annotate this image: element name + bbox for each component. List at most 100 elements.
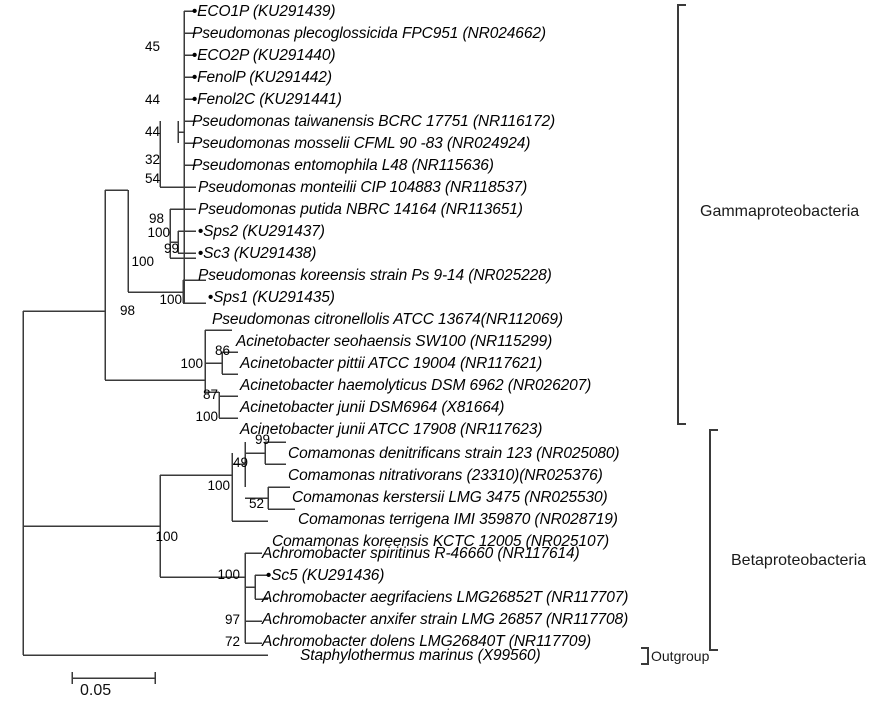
- bootstrap-value: 100: [195, 409, 218, 424]
- bootstrap-value: 49: [232, 455, 248, 470]
- bootstrap-value: 100: [180, 356, 203, 371]
- list-item: Achromobacter spiritinus R-46660 (NR1176…: [262, 546, 580, 562]
- bootstrap-value: 72: [224, 634, 240, 649]
- list-item: •Sc3 (KU291438): [198, 246, 316, 262]
- list-item: •ECO2P (KU291440): [192, 47, 336, 64]
- new-isolate-marker: •: [192, 91, 198, 108]
- group-label-betaproteobacteria: Betaproteobacteria: [731, 552, 867, 569]
- bootstrap-value: 100: [217, 567, 240, 582]
- taxon-label: Pseudomonas plecoglossicida FPC951 (NR02…: [192, 25, 546, 42]
- taxon-label: Acinetobacter junii DSM6964 (X81664): [240, 399, 505, 416]
- list-item: Comamonas terrigena IMI 359870 (NR028719…: [298, 512, 618, 528]
- taxon-label: Acinetobacter pittii ATCC 19004 (NR11762…: [240, 355, 543, 372]
- list-item: •Sps1 (KU291435): [208, 290, 335, 306]
- list-item: Pseudomonas monteilii CIP 104883 (NR1185…: [198, 180, 527, 196]
- bootstrap-value: 100: [207, 478, 230, 493]
- list-item: •Sps2 (KU291437): [198, 224, 325, 240]
- taxon-label: Achromobacter anxifer strain LMG 26857 (…: [262, 611, 629, 628]
- taxon-label: Acinetobacter junii ATCC 17908 (NR117623…: [240, 421, 543, 438]
- list-item: Pseudomonas koreensis strain Ps 9-14 (NR…: [198, 268, 552, 284]
- taxon-label: Pseudomonas mosselii CFML 90 -83 (NR0249…: [192, 135, 531, 152]
- bootstrap-value: 86: [214, 343, 230, 358]
- group-label-outgroup: Outgroup: [651, 648, 710, 664]
- bootstrap-value: 100: [155, 529, 178, 544]
- list-item: •Fenol2C (KU291441): [192, 92, 342, 108]
- bootstrap-value: 87: [202, 387, 218, 402]
- taxon-label: Pseudomonas monteilii CIP 104883 (NR1185…: [198, 179, 528, 196]
- new-isolate-marker: •: [198, 245, 204, 262]
- list-item: Pseudomonas entomophila L48 (NR115636): [192, 158, 494, 174]
- list-item: Pseudomonas plecoglossicida FPC951 (NR02…: [192, 26, 546, 42]
- group-bracket-betaproteobacteria: [709, 429, 718, 651]
- taxon-label: Pseudomonas koreensis strain Ps 9-14 (NR…: [198, 267, 552, 284]
- bootstrap-value: 100: [131, 254, 154, 269]
- list-item: Pseudomonas mosselii CFML 90 -83 (NR0249…: [192, 136, 530, 152]
- bootstrap-value: 32: [144, 152, 160, 167]
- list-item: Achromobacter aegrifaciens LMG26852T (NR…: [262, 590, 628, 606]
- list-item: Acinetobacter pittii ATCC 19004 (NR11762…: [240, 356, 542, 372]
- taxon-label: Sps2 (KU291437): [203, 223, 325, 240]
- taxon-label: Acinetobacter haemolyticus DSM 6962 (NR0…: [240, 377, 592, 394]
- new-isolate-marker: •: [198, 223, 204, 240]
- list-item: Comamonas nitrativorans (23310)(NR025376…: [288, 468, 603, 484]
- bootstrap-value: 52: [248, 496, 264, 511]
- list-item: Acinetobacter junii DSM6964 (X81664): [240, 400, 504, 416]
- list-item: •FenolP (KU291442): [192, 70, 332, 86]
- new-isolate-marker: •: [192, 47, 198, 64]
- list-item: Comamonas denitrificans strain 123 (NR02…: [288, 446, 620, 462]
- bootstrap-value: 99: [254, 432, 270, 447]
- bootstrap-value: 44: [144, 92, 160, 107]
- list-item: Achromobacter anxifer strain LMG 26857 (…: [262, 612, 628, 628]
- taxon-label: Pseudomonas putida NBRC 14164 (NR113651): [198, 201, 523, 218]
- taxon-label: Fenol2C (KU291441): [197, 91, 342, 108]
- list-item: Acinetobacter haemolyticus DSM 6962 (NR0…: [240, 378, 591, 394]
- bootstrap-value: 98: [148, 211, 164, 226]
- taxon-label: FenolP (KU291442): [197, 69, 332, 86]
- bootstrap-value: 100: [159, 292, 182, 307]
- group-label-gammaproteobacteria: Gammaproteobacteria: [700, 203, 860, 220]
- new-isolate-marker: •: [192, 69, 198, 86]
- list-item: Pseudomonas citronellolis ATCC 13674(NR1…: [212, 312, 563, 328]
- bootstrap-value: 99: [163, 241, 179, 256]
- taxon-label: Comamonas koreensis KCTC 12005 (NR025107…: [272, 533, 610, 550]
- taxon-label: Staphylothermus marinus (X99560): [300, 647, 541, 664]
- new-isolate-marker: •: [208, 289, 214, 306]
- taxon-label: Comamonas nitrativorans (23310)(NR025376…: [288, 467, 603, 484]
- list-item: Acinetobacter seohaensis SW100 (NR115299…: [236, 334, 552, 350]
- taxon-label: Pseudomonas citronellolis ATCC 13674(NR1…: [212, 311, 563, 328]
- bootstrap-value: 98: [119, 303, 135, 318]
- bootstrap-value: 97: [224, 612, 240, 627]
- taxon-label: ECO1P (KU291439): [197, 3, 336, 20]
- taxon-label: Acinetobacter seohaensis SW100 (NR115299…: [236, 333, 553, 350]
- list-item: •ECO1P (KU291439): [192, 3, 336, 20]
- list-item: Comamonas kerstersii LMG 3475 (NR025530): [292, 490, 608, 506]
- taxon-label: Achromobacter dolens LMG26840T (NR117709…: [262, 633, 592, 650]
- list-item: Achromobacter dolens LMG26840T (NR117709…: [262, 634, 591, 650]
- list-item: •Sc5 (KU291436): [266, 568, 384, 584]
- list-item: Comamonas koreensis KCTC 12005 (NR025107…: [272, 534, 609, 550]
- group-bracket-gammaproteobacteria: [677, 4, 686, 425]
- list-item: Staphylothermus marinus (X99560): [300, 648, 541, 664]
- list-item: Pseudomonas taiwanensis BCRC 17751 (NR11…: [192, 114, 555, 130]
- taxon-label: ECO2P (KU291440): [197, 47, 336, 64]
- bootstrap-value: 100: [147, 225, 170, 240]
- bootstrap-value: 54: [144, 171, 160, 186]
- taxon-label: Sc3 (KU291438): [203, 245, 317, 262]
- new-isolate-marker: •: [192, 3, 198, 20]
- taxon-label: Pseudomonas taiwanensis BCRC 17751 (NR11…: [192, 113, 556, 130]
- taxon-label: Comamonas terrigena IMI 359870 (NR028719…: [298, 511, 618, 528]
- group-bracket-outgroup: [641, 647, 649, 665]
- list-item: Acinetobacter junii ATCC 17908 (NR117623…: [240, 422, 542, 438]
- taxon-label: Pseudomonas entomophila L48 (NR115636): [192, 157, 494, 174]
- bootstrap-value: 45: [144, 39, 160, 54]
- taxon-label: Sc5 (KU291436): [271, 567, 385, 584]
- taxon-label: Achromobacter spiritinus R-46660 (NR1176…: [262, 545, 580, 562]
- taxon-label: Comamonas denitrificans strain 123 (NR02…: [288, 445, 620, 462]
- bootstrap-value: 44: [144, 124, 160, 139]
- taxon-label: Achromobacter aegrifaciens LMG26852T (NR…: [262, 589, 629, 606]
- scale-bar-label: 0.05: [80, 682, 112, 699]
- new-isolate-marker: •: [266, 567, 272, 584]
- list-item: Pseudomonas putida NBRC 14164 (NR113651): [198, 202, 523, 218]
